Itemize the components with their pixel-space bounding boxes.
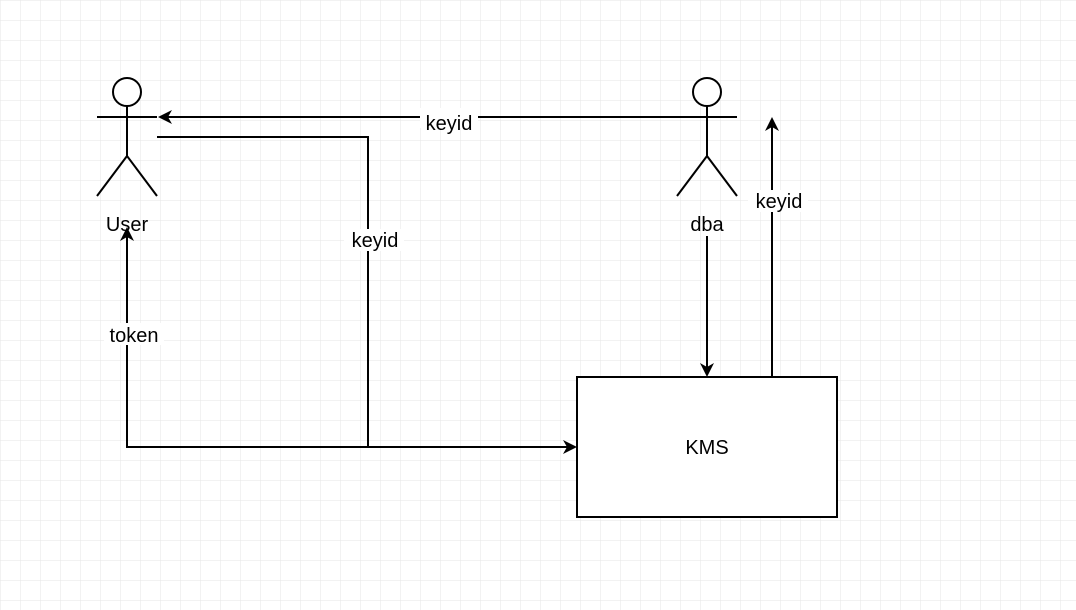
edge-user-to-kms-label: keyid [352, 230, 399, 252]
actor-user-label: User [106, 214, 149, 236]
edge-kms-to-dba-label: keyid [756, 191, 803, 213]
actor-user-head [112, 77, 142, 107]
edge-dba-to-user-label-bg [420, 108, 478, 128]
actor-dba-label: dba [690, 214, 724, 236]
actor-user-leg-left [96, 155, 128, 197]
edge-dba-to-user-label: keyid [426, 113, 473, 135]
actor-dba-leg-right [706, 155, 738, 197]
edge-user-to-kms[interactable] [157, 136, 577, 454]
actor-dba-head [692, 77, 722, 107]
kms-label: KMS [685, 437, 728, 459]
edge-kms-to-dba-label-bg [748, 190, 808, 212]
edge-user-to-kms-label-bg [344, 229, 404, 251]
edge-kms-to-user-label-bg [104, 323, 164, 345]
actor-user-leg-right [126, 155, 158, 197]
edge-kms-to-user-label: token [110, 325, 159, 347]
kms-box[interactable] [576, 376, 838, 518]
actor-dba-leg-left [676, 155, 708, 197]
edge-kms-to-user[interactable] [120, 227, 368, 448]
actor-user[interactable] [96, 77, 158, 197]
